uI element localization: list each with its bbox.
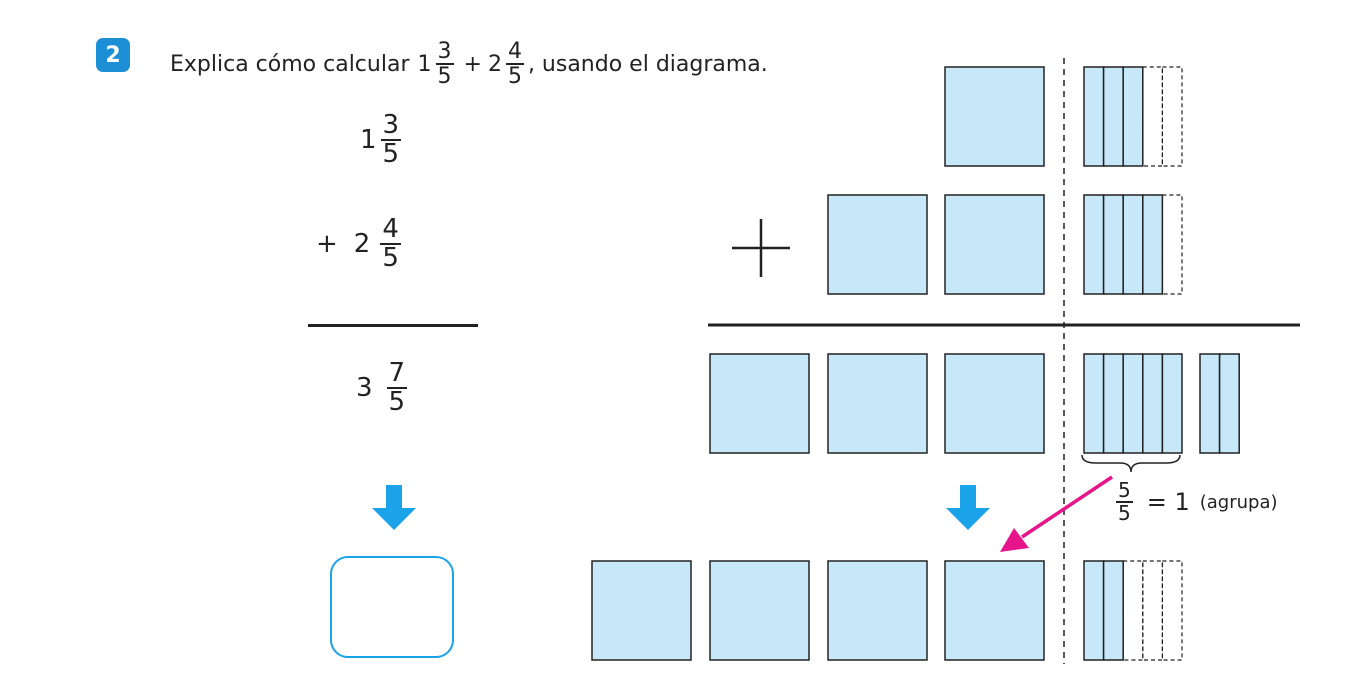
row4-strip-fifth-empty — [1142, 560, 1164, 661]
row4-strip-fifth-empty — [1161, 560, 1183, 661]
prompt-term2-whole: 2 — [487, 51, 502, 77]
calc-line2-numerator: 4 — [382, 214, 399, 244]
grouping-equals-one: = 1 — [1146, 488, 1190, 516]
calc-line1-whole: 1 — [360, 125, 377, 156]
row3-strip-fifth-filled — [1142, 353, 1164, 454]
calc-line-1: 1 3 5 — [360, 110, 405, 170]
calc-line2-denominator: 5 — [382, 243, 399, 274]
row4-strip-fifth-filled — [1083, 560, 1105, 661]
row3-extra-fifth — [1199, 353, 1221, 454]
row1-strip-fifth-empty — [1161, 66, 1183, 167]
prompt-term1-whole: 1 — [417, 51, 432, 77]
calc-line2-fraction: 4 5 — [380, 214, 401, 274]
calc-line-2: + 2 4 5 — [316, 214, 405, 274]
whole-unit-square — [944, 194, 1045, 295]
grouping-label: (agrupa) — [1199, 491, 1278, 513]
calc-line1-fraction: 3 5 — [380, 110, 402, 170]
whole-unit-square — [944, 66, 1045, 167]
grouping-numerator: 5 — [1118, 478, 1131, 502]
calc-result-numerator: 7 — [388, 358, 406, 388]
row2-strip-fifth-empty — [1161, 194, 1183, 295]
calc-result: 3 7 5 — [356, 358, 411, 418]
whole-unit-square — [827, 194, 928, 295]
down-arrow-icon-left — [372, 485, 416, 530]
calc-result-whole: 3 — [356, 373, 373, 404]
whole-unit-square — [709, 353, 810, 454]
problem-number-badge: 2 — [96, 38, 130, 72]
row3-strip-fifth-filled — [1161, 353, 1183, 454]
prompt-text-after: , usando el diagrama. — [527, 51, 768, 77]
calc-sum-rule — [308, 324, 478, 327]
prompt-term2-fraction: 4 5 — [505, 39, 524, 90]
problem-prompt: Explica cómo calcular 1 3 5 + 2 4 5 , us… — [170, 40, 768, 88]
row1-strip-fifth-filled — [1102, 66, 1124, 167]
calc-line2-plus: + — [316, 229, 338, 260]
prompt-term2: 2 4 5 — [488, 40, 528, 88]
row2-strip-fifth-filled — [1083, 194, 1105, 295]
whole-unit-square — [944, 560, 1045, 661]
calc-line1-numerator: 3 — [382, 110, 400, 140]
grouping-fraction: 5 5 — [1116, 480, 1133, 524]
row2-strip-fifth-filled — [1142, 194, 1164, 295]
row3-strip-fifth-filled — [1102, 353, 1124, 454]
calc-line2-whole: 2 — [353, 229, 371, 260]
down-arrow-icon-right — [946, 485, 990, 530]
row4-strip-fifth-empty — [1122, 560, 1144, 661]
plus-sign-icon — [732, 219, 790, 277]
whole-unit-square — [827, 353, 928, 454]
row2-strip-fifth-filled — [1122, 194, 1144, 295]
grouping-denominator: 5 — [1118, 501, 1131, 525]
row2-strip-fifth-filled — [1102, 194, 1124, 295]
prompt-term2-denominator: 5 — [507, 64, 522, 90]
row4-strip-fifth-filled — [1102, 560, 1124, 661]
prompt-plus: + — [463, 51, 482, 77]
group-move-arrow-icon — [1000, 475, 1113, 552]
row1-strip-fifth-filled — [1122, 66, 1144, 167]
prompt-term1-numerator: 3 — [437, 39, 452, 64]
whole-unit-square — [709, 560, 810, 661]
grouping-note: 5 5 = 1 (agrupa) — [1112, 480, 1278, 524]
calc-line1-denominator: 5 — [382, 139, 400, 170]
calc-result-fraction: 7 5 — [386, 358, 408, 418]
prompt-term1-fraction: 3 5 — [435, 39, 454, 90]
prompt-text-before: Explica cómo calcular — [170, 51, 410, 77]
calc-result-denominator: 5 — [388, 387, 406, 418]
row1-strip-fifth-filled — [1083, 66, 1105, 167]
grouping-brace — [1081, 454, 1181, 473]
row3-strip-fifth-filled — [1083, 353, 1105, 454]
row3-strip-fifth-filled — [1122, 353, 1144, 454]
answer-box[interactable] — [330, 556, 454, 658]
row1-strip-fifth-empty — [1142, 66, 1164, 167]
row3-extra-fifth — [1218, 353, 1240, 454]
prompt-term1-denominator: 5 — [437, 64, 452, 90]
whole-unit-square — [944, 353, 1045, 454]
prompt-term1: 1 3 5 — [418, 40, 458, 88]
whole-unit-square — [827, 560, 928, 661]
prompt-term2-numerator: 4 — [507, 39, 522, 64]
whole-unit-square — [591, 560, 692, 661]
